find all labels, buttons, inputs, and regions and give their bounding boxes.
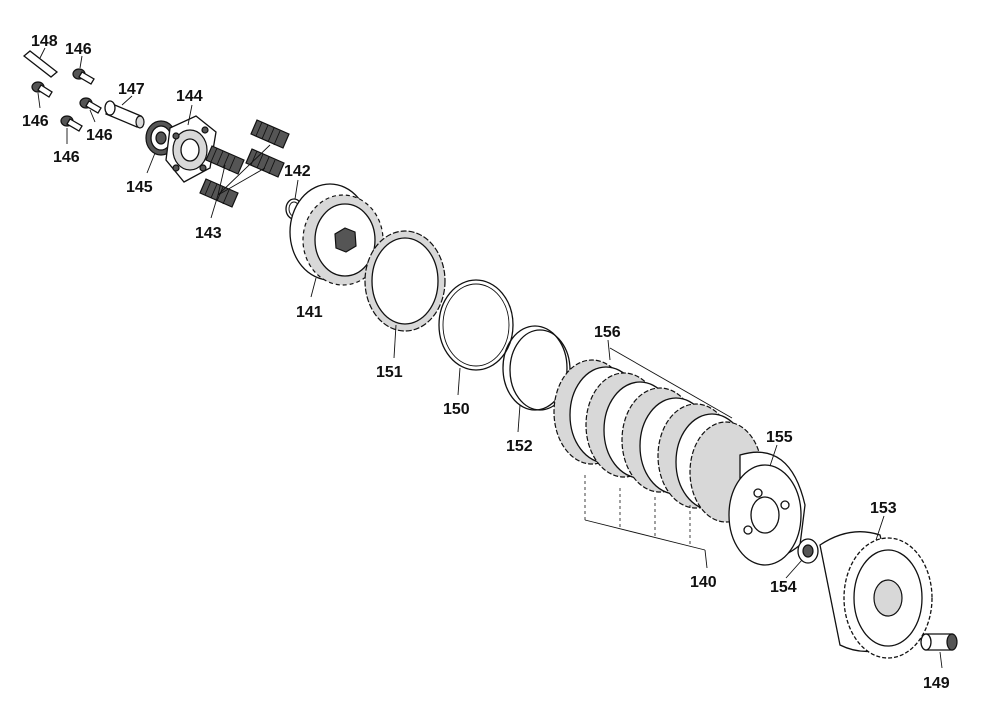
label-154: 154	[770, 579, 797, 596]
part-150-ring	[438, 279, 514, 371]
label-146-low: 146	[53, 149, 80, 166]
label-151: 151	[376, 364, 403, 381]
label-144: 144	[176, 88, 203, 105]
label-142: 142	[284, 163, 311, 180]
label-156: 156	[594, 324, 621, 341]
label-141: 141	[296, 304, 323, 321]
part-153-clutch-basket	[819, 531, 933, 659]
part-155-pressure-disc	[728, 451, 806, 566]
label-146-mid: 146	[86, 127, 113, 144]
part-stack-plates	[553, 359, 763, 523]
label-148: 148	[31, 33, 58, 50]
part-146-bolt-top	[72, 68, 95, 85]
label-140: 140	[690, 574, 717, 591]
part-149-bushing	[920, 633, 958, 651]
label-147: 147	[118, 81, 145, 98]
part-143-spring-3	[245, 148, 285, 178]
part-147-shaft	[104, 100, 145, 129]
part-143-spring-4	[199, 178, 239, 208]
label-152: 152	[506, 438, 533, 455]
label-143: 143	[195, 225, 222, 242]
part-144-pressure-plate	[165, 115, 217, 183]
label-146-top: 146	[65, 41, 92, 58]
part-146-bolt-left	[31, 81, 53, 98]
label-153: 153	[870, 500, 897, 517]
label-150: 150	[443, 401, 470, 418]
part-146-bolt-low	[60, 115, 83, 132]
part-148-pin	[22, 50, 59, 78]
leader-lines	[37, 47, 943, 669]
label-149: 149	[923, 675, 950, 692]
label-155: 155	[766, 429, 793, 446]
part-151-friction-plate	[364, 230, 446, 332]
part-146-bolt-mid	[79, 97, 102, 114]
label-145: 145	[126, 179, 153, 196]
part-154-lock-washer	[797, 538, 819, 564]
label-146-left: 146	[22, 113, 49, 130]
part-141-clutch-hub	[289, 183, 384, 286]
part-143-spring-1	[250, 119, 290, 149]
part-143-spring-2	[205, 145, 245, 175]
